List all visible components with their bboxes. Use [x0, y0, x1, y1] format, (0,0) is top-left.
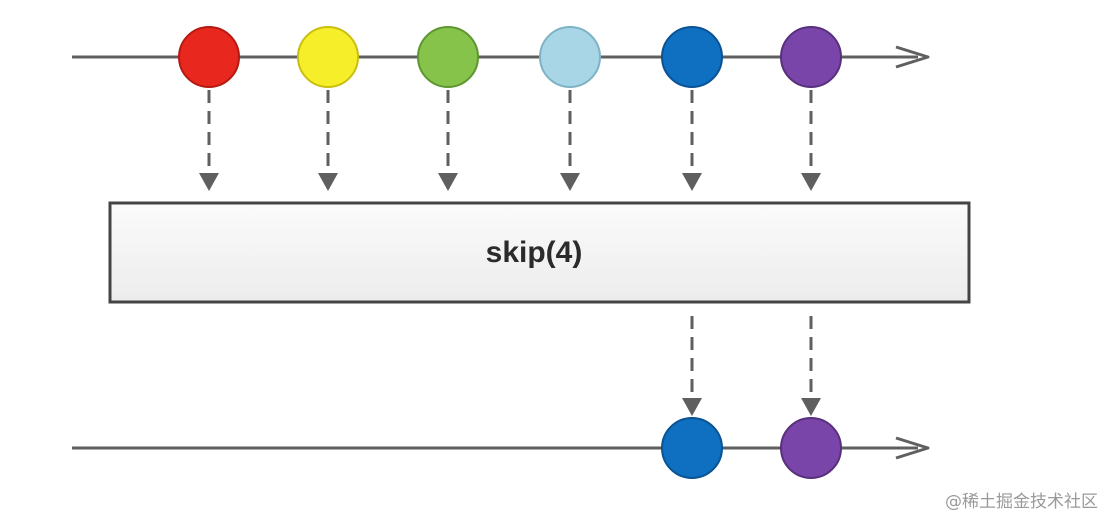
input-arrow-1	[199, 90, 219, 191]
output-arrow-2-head	[801, 398, 821, 416]
operator-box: skip(4)	[108, 201, 971, 304]
input-arrow-6-head	[801, 173, 821, 191]
output-marble-1	[661, 417, 723, 479]
input-marble-3	[417, 26, 479, 88]
input-timeline-arrowhead	[895, 45, 930, 69]
input-marble-6	[780, 26, 842, 88]
input-marble-5	[661, 26, 723, 88]
input-arrow-2	[318, 90, 338, 191]
input-marble-2	[297, 26, 359, 88]
output-arrow-1-head	[682, 398, 702, 416]
input-arrow-3	[438, 90, 458, 191]
input-arrow-6	[801, 90, 821, 191]
input-arrow-5	[682, 90, 702, 191]
input-arrow-4	[560, 90, 580, 191]
watermark: @稀土掘金技术社区	[945, 492, 1098, 512]
operator-label: skip(4)	[486, 236, 583, 269]
output-arrow-2	[801, 316, 821, 416]
input-marble-4	[539, 26, 601, 88]
output-arrow-1	[682, 316, 702, 416]
input-arrow-5-head	[682, 173, 702, 191]
input-arrow-3-head	[438, 173, 458, 191]
output-timeline	[72, 436, 930, 460]
input-marble-1	[178, 26, 240, 88]
input-arrows	[199, 90, 821, 191]
input-arrow-2-head	[318, 173, 338, 191]
output-marbles	[661, 417, 842, 479]
operator-box-rect	[108, 201, 971, 304]
input-marbles	[178, 26, 842, 88]
input-arrow-1-head	[199, 173, 219, 191]
output-marble-2	[780, 417, 842, 479]
output-timeline-arrowhead	[895, 436, 930, 460]
input-arrow-4-head	[560, 173, 580, 191]
output-arrows	[682, 316, 821, 416]
